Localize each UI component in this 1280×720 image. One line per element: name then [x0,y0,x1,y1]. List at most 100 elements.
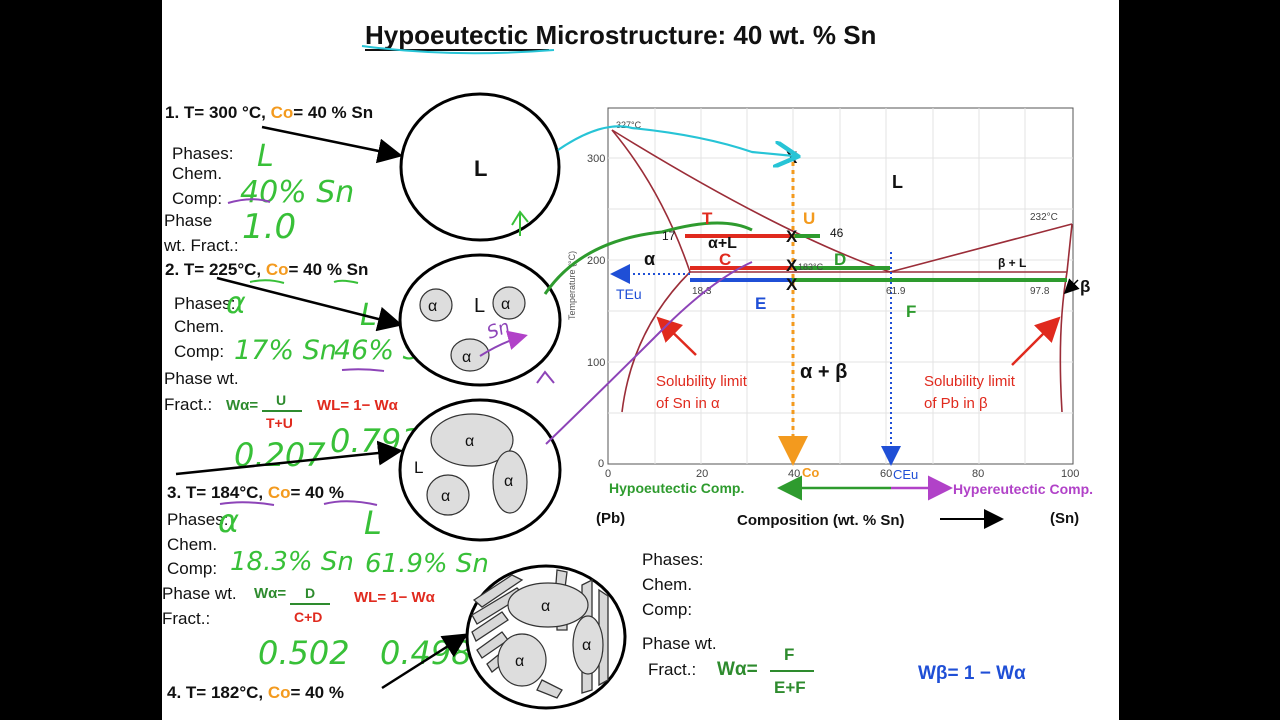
step-2-phase-wt-label: Phase wt. [164,369,239,388]
step-1-co-value: = 40 % Sn [293,103,373,122]
step-2-number: 2. [165,260,179,279]
step-3-chem-label: Chem. [167,535,217,554]
alpha-grain [492,286,526,320]
alpha-grain [492,450,528,514]
step-2-formula-b: WL= 1− Wα [317,397,399,414]
step-3-co: Co [268,483,291,502]
eutectic-temp: 183°C [798,262,824,272]
tie-label-D: D [834,250,846,269]
tie-label-C: C [719,250,731,269]
svg-text:3. T= 184°C, Co= 4: 3. T= 184°C, Co= 40 % [167,483,344,502]
solubility-beta-arrow [1011,316,1061,366]
step-1-phases-label: Phases: [172,144,233,163]
step-3-hw-phase-a: α [218,502,239,540]
step-2-alpha-label: α [428,298,437,315]
purple-hook [536,370,555,384]
step-3-phases-label: Phases: [167,510,228,529]
beta-pointer [1063,278,1080,295]
alpha-grain [507,582,589,628]
step-2-purple-arrow [479,330,528,357]
liquidus-right [889,223,1073,273]
alpha-grain [426,474,470,516]
step-1-temperature: T= 300 °C, [184,103,266,122]
step-3-formula-a-den: C+D [294,609,322,625]
ceu-tick: CEu [893,467,918,482]
step-2-pointer [216,276,403,332]
slide: Hypoeutectic Microstructure: 40 wt. % Sn… [162,0,1119,720]
step-1-hw-comp: 40% Sn [240,175,354,210]
step-1-fract-label: wt. Fract.: [163,236,239,255]
step-2-formula-a: Wα= [226,397,258,414]
step-3-phase-wt-label: Phase wt. [162,584,237,603]
x-tick: 20 [696,468,708,480]
step-3-formula-a: Wα= [254,585,286,602]
svg-text:4. T= 182°C, Co= 4: 4. T= 182°C, Co= 40 % [167,683,344,702]
step-2-chem-label: Chem. [174,317,224,336]
pb-label: (Pb) [596,510,625,527]
region-alpha-liquid: α+L [708,235,737,252]
region-beta: β [1080,277,1090,296]
step-2-alpha-label: α [501,296,510,313]
y-tick: 200 [587,255,605,267]
point-97-8: 97.8 [1030,286,1050,297]
x-tick: 80 [972,468,984,480]
step-3: 3. T= 184°C, Co= 40 % Phases: Chem. Comp… [162,398,562,672]
tie-label-T: T [702,209,713,228]
step-4-co-value: = 40 % [291,683,344,702]
step-4-co: Co [268,683,291,702]
step-3-hw-fract-a: 0.502 [258,634,350,672]
solubility-beta-line1: Solubility limit [924,373,1016,390]
alpha-grain [430,413,514,467]
step-4-phase-wt-label: Phase wt. [642,634,717,653]
hypereutectic-label: Hypereutectic Comp. [953,481,1093,497]
step-3-formula-a-num: D [305,585,315,601]
slide-title: Hypoeutectic Microstructure: 40 wt. % Sn [365,20,876,50]
step-4-formula-b: Wβ= 1 − Wα [918,663,1026,684]
step-2-liquid-label: L [474,295,485,317]
tie-label-U: U [803,209,815,228]
tie-label-F: F [906,302,916,321]
slide-canvas: Hypoeutectic Microstructure: 40 wt. % Sn… [162,20,1093,710]
step-1-underline [227,198,271,204]
step-2-co: Co [266,260,289,279]
step-2-co-value: = 40 % Sn [289,260,369,279]
y-tick: 100 [587,357,605,369]
step-2-hw-fract-a: 0.207 [234,436,326,474]
solubility-alpha-line1: Solubility limit [656,373,748,390]
step-4-alpha-label: α [582,637,591,654]
step-4-formula-a-den: E+F [774,678,806,697]
step-4-phases-label: Phases: [642,550,703,569]
x-marker-300: X [786,148,798,167]
step-3-hw-comp-b: 61.9% Sn [365,549,489,579]
solidus-right [1066,223,1073,273]
step-4-formula-a: Wα= [717,659,758,680]
step-4-chem-label: Chem. [642,575,692,594]
alpha-grain [497,633,547,687]
teu-label: TEu [616,286,642,302]
step-4-alpha-label: α [541,598,550,615]
step-4: 4. T= 182°C, Co= 40 % α α α Phases: Chem… [167,550,1026,710]
x-tick: 0 [605,468,611,480]
step-3-alpha-label: α [504,473,513,490]
step-3-underline-t [219,501,275,506]
step-1-number: 1. [165,103,179,122]
purple-connector-step3 [545,261,753,445]
co-tick: Co [802,465,819,480]
point-17: 17 [662,229,676,243]
step-2-underline-t [249,279,285,284]
tie-label-E: E [755,294,766,313]
step-2-fract-label: Fract.: [164,395,212,414]
step-2-comp-label: Comp: [174,342,224,361]
step-2-hw-comp-a: 17% Sn [234,335,337,366]
point-46: 46 [830,226,844,240]
alpha-grain [450,338,490,372]
step-2: 2. T= 225°C, Co= 40 % Sn Phases: Chem. C… [164,253,562,474]
region-beta-liquid: β + L [998,256,1026,270]
region-alpha-beta: α + β [800,361,847,383]
step-2-microstructure [398,253,562,387]
step-3-alpha-label: α [465,433,474,450]
step-4-pointer [381,633,469,690]
step-4-alpha-label: α [515,653,524,670]
title-highlight [361,45,555,55]
step-4-comp-label: Comp: [642,600,692,619]
